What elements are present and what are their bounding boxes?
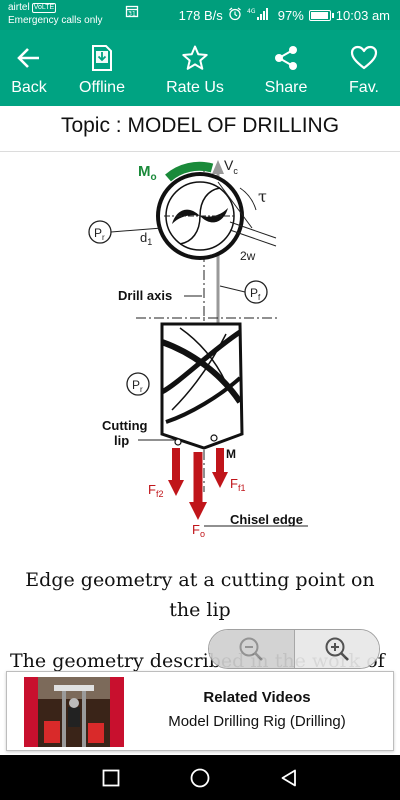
svg-text:4G: 4G (247, 8, 256, 15)
back-nav-button[interactable] (277, 766, 301, 790)
share-button[interactable]: Share (262, 30, 310, 106)
width-line-2 (229, 229, 277, 247)
zoom-control (208, 629, 380, 669)
tau-arc (239, 187, 257, 211)
back-triangle-icon (281, 769, 296, 787)
pf-leader (219, 285, 246, 293)
recents-square-icon (102, 769, 120, 787)
offline-button[interactable]: Offline (72, 30, 132, 106)
rate-us-button[interactable]: Rate Us (164, 30, 226, 106)
label-tau: τ (258, 187, 267, 206)
svg-text:31: 31 (128, 11, 136, 18)
back-label: Back (11, 79, 47, 96)
favourite-label: Fav. (349, 79, 379, 96)
related-videos-banner[interactable]: Related Videos Model Drilling Rig (Drill… (6, 671, 394, 751)
label-d1: d1 (140, 230, 152, 247)
label-drill-axis: Drill axis (118, 288, 172, 303)
topic-title: Topic : MODEL OF DRILLING (0, 106, 400, 152)
clock: 10:03 am (335, 7, 390, 23)
drill-diagram-svg: Mo Vc τ 2w Pr d1 Pf Drill axis (88, 157, 308, 539)
heart-icon (349, 43, 379, 73)
label-lip: lip (114, 433, 129, 448)
zoom-in-icon (325, 637, 349, 661)
tip-point-m (210, 434, 218, 442)
pr-leader-top (110, 227, 163, 233)
width-line-1 (229, 221, 277, 239)
related-videos-title: Related Videos (203, 689, 311, 706)
tau-line (217, 181, 253, 229)
zoom-out-icon (239, 637, 264, 661)
moment-arc (165, 161, 214, 182)
system-nav-bar (0, 755, 400, 800)
volte-badge: VoLTE (31, 3, 57, 13)
pr-marker-lower (126, 372, 150, 396)
recents-button[interactable] (99, 766, 123, 790)
velocity-arrowhead (212, 160, 224, 174)
label-ff1: Ff1 (230, 476, 245, 493)
carrier-label: airtel (8, 2, 30, 13)
drill-diagram: Mo Vc τ 2w Pr d1 Pf Drill axis (80, 152, 320, 542)
label-fo: Fo (192, 522, 205, 539)
force-arrows (168, 448, 228, 520)
label-ff2: Ff2 (148, 482, 163, 499)
favourite-button[interactable]: Fav. (344, 30, 384, 106)
battery-fill (310, 11, 329, 19)
diagram-caption: Edge geometry at a cutting point on the … (25, 569, 375, 621)
related-video-name: Model Drilling Rig (Drilling) (168, 713, 346, 730)
share-label: Share (264, 79, 308, 96)
drill-body (160, 322, 244, 450)
back-arrow-icon (14, 43, 44, 73)
label-pr-lower: Pr (132, 378, 143, 394)
carrier-subtext: Emergency calls only (8, 15, 103, 26)
home-circle-icon (190, 768, 210, 788)
label-2w: 2w (240, 249, 256, 263)
offline-download-icon (87, 43, 117, 73)
offline-label: Offline (79, 79, 125, 96)
video-thumbnail (24, 677, 124, 747)
home-button[interactable] (188, 766, 212, 790)
alarm-icon (228, 7, 242, 24)
calendar-icon: 31 (125, 4, 139, 21)
drill-cross-section (156, 172, 244, 260)
rate-us-label: Rate Us (166, 79, 224, 96)
back-button[interactable]: Back (8, 30, 50, 106)
battery-percent: 97% (277, 7, 304, 23)
label-chisel-edge: Chisel edge (230, 512, 303, 527)
label-pr-top: Pr (94, 226, 105, 242)
label-pf: Pf (250, 286, 261, 302)
tip-point-left (174, 438, 182, 446)
toolbar: Back Offline Rate Us Share Fav. (0, 30, 400, 106)
status-right: 178 B/s 4G 97% 10:03 am (179, 6, 390, 24)
zoom-out-button[interactable] (209, 630, 295, 668)
signal-icon: 4G (247, 7, 273, 24)
battery-icon (308, 9, 334, 21)
label-m: M (226, 447, 236, 461)
star-icon (180, 43, 210, 73)
share-icon (271, 43, 301, 73)
label-vc: Vc (224, 157, 238, 176)
label-cutting: Cutting (102, 418, 148, 433)
net-speed: 178 B/s (178, 7, 223, 23)
label-mo: Mo (138, 163, 157, 183)
zoom-in-button[interactable] (294, 630, 379, 668)
